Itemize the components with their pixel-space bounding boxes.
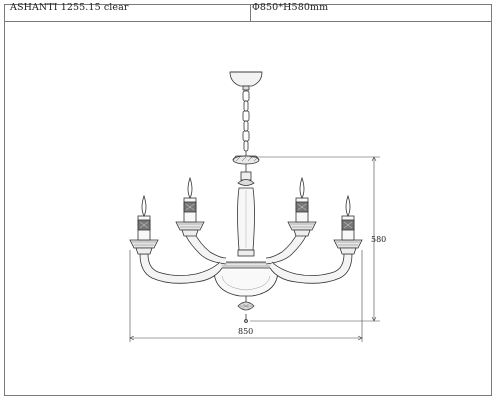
central-column <box>237 187 255 257</box>
suspension-chain <box>242 90 250 157</box>
width-dimension-label: 850 <box>238 327 253 336</box>
candle-outer-left <box>129 194 159 255</box>
height-dimension-label: 580 <box>371 235 386 244</box>
model-name: ASHANTI 1255.15 clear <box>10 2 129 13</box>
title-block-divider <box>250 4 251 21</box>
inner-arm-left <box>185 231 227 265</box>
ceiling-canopy <box>229 71 263 91</box>
hub-plate <box>219 261 273 269</box>
width-dimension <box>129 250 363 342</box>
candle-outer-right <box>333 194 363 255</box>
candle-inner-left <box>175 176 205 237</box>
title-block <box>4 4 492 22</box>
inner-arm-right <box>265 231 307 265</box>
overall-dimensions: Φ850*H580mm <box>252 2 329 13</box>
top-crystal-ring <box>232 155 260 186</box>
drawing-frame <box>4 4 492 396</box>
central-bowl <box>213 269 279 323</box>
candle-inner-right <box>287 176 317 237</box>
height-dimension <box>250 156 380 322</box>
